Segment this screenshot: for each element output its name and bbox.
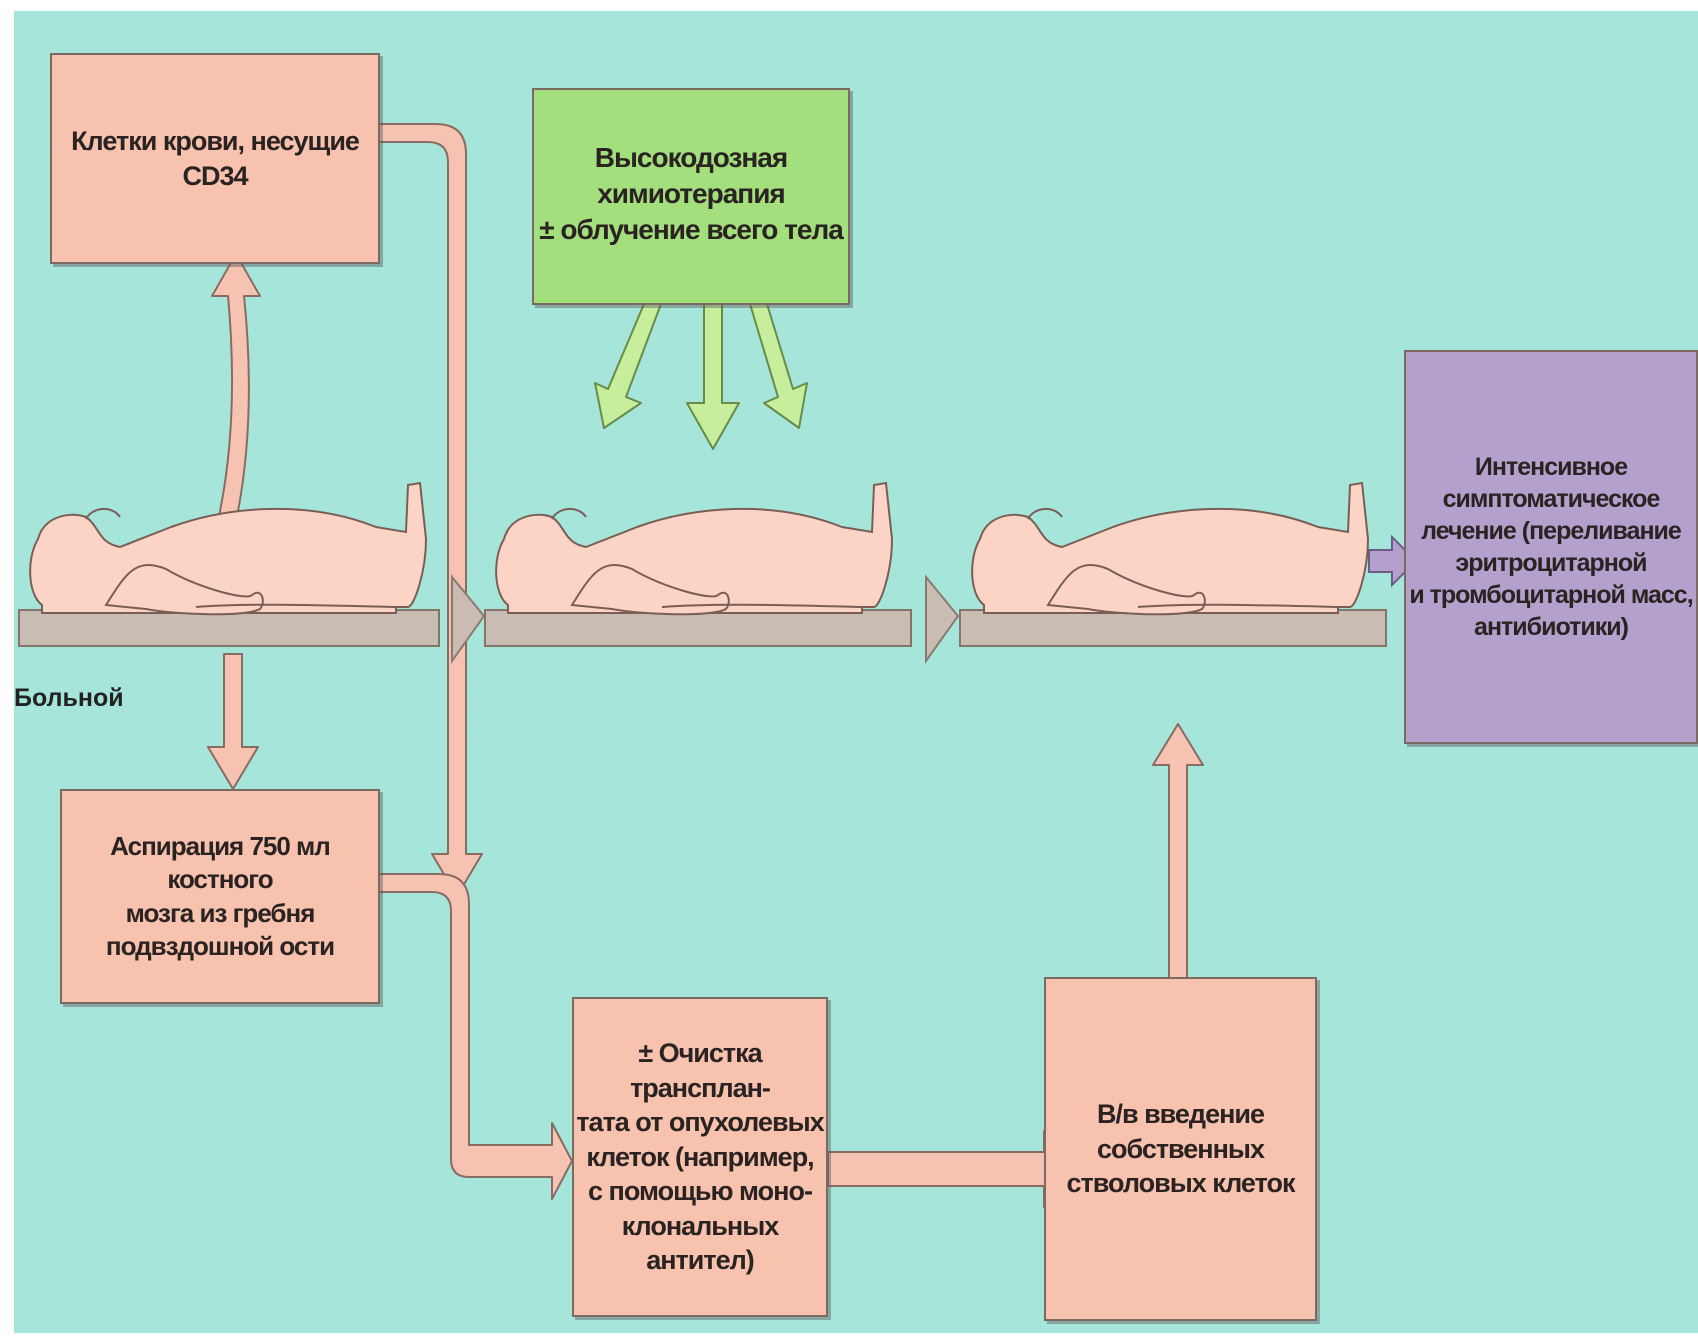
patient-figure-3 <box>972 483 1368 614</box>
table-2 <box>485 610 911 646</box>
arrow-aspiration-to-purging <box>379 874 572 1199</box>
arrow-patient-to-aspiration <box>208 654 258 789</box>
box-bone-marrow-aspiration-text: Аспирация 750 мл костного мозга из гребн… <box>62 830 378 963</box>
box-bone-marrow-aspiration: Аспирация 750 мл костного мозга из гребн… <box>60 789 380 1004</box>
diagram-canvas: Клетки крови, несущие CD34 Высокодозная … <box>14 11 1698 1333</box>
stage-arrow-2 <box>926 577 958 661</box>
arrow-infusion-to-patient3 <box>1153 724 1203 978</box>
arrow-cd34-to-transplant <box>379 124 482 896</box>
box-high-dose-chemo-text: Высокодозная химиотерапия ± облучение вс… <box>534 140 848 247</box>
patient-label: Больной <box>14 684 124 713</box>
box-high-dose-chemo: Высокодозная химиотерапия ± облучение вс… <box>532 88 850 305</box>
arrow-chemo-center <box>687 304 739 449</box>
box-intensive-supportive-care: Интенсивное симптоматическое лечение (пе… <box>1404 350 1698 744</box>
box-graft-purging: ± Очистка трансплан- тата от опухолевых … <box>572 997 828 1317</box>
box-stem-cell-infusion: В/в введение собственных стволовых клето… <box>1044 977 1317 1321</box>
arrow-chemo-left <box>595 304 661 428</box>
stage-arrow-1 <box>452 577 484 661</box>
arrow-purging-to-infusion <box>828 1131 1063 1207</box>
box-cd34-cells: Клетки крови, несущие CD34 <box>50 53 380 264</box>
box-intensive-supportive-care-text: Интенсивное симптоматическое лечение (пе… <box>1409 451 1692 643</box>
box-cd34-cells-text: Клетки крови, несущие CD34 <box>52 124 378 193</box>
arrow-chemo-right <box>750 304 807 428</box>
box-stem-cell-infusion-text: В/в введение собственных стволовых клето… <box>1067 1097 1295 1201</box>
table-1 <box>19 610 439 646</box>
box-graft-purging-text: ± Очистка трансплан- тата от опухолевых … <box>574 1036 826 1278</box>
table-3 <box>960 610 1386 646</box>
patient-figure-2 <box>496 483 892 614</box>
